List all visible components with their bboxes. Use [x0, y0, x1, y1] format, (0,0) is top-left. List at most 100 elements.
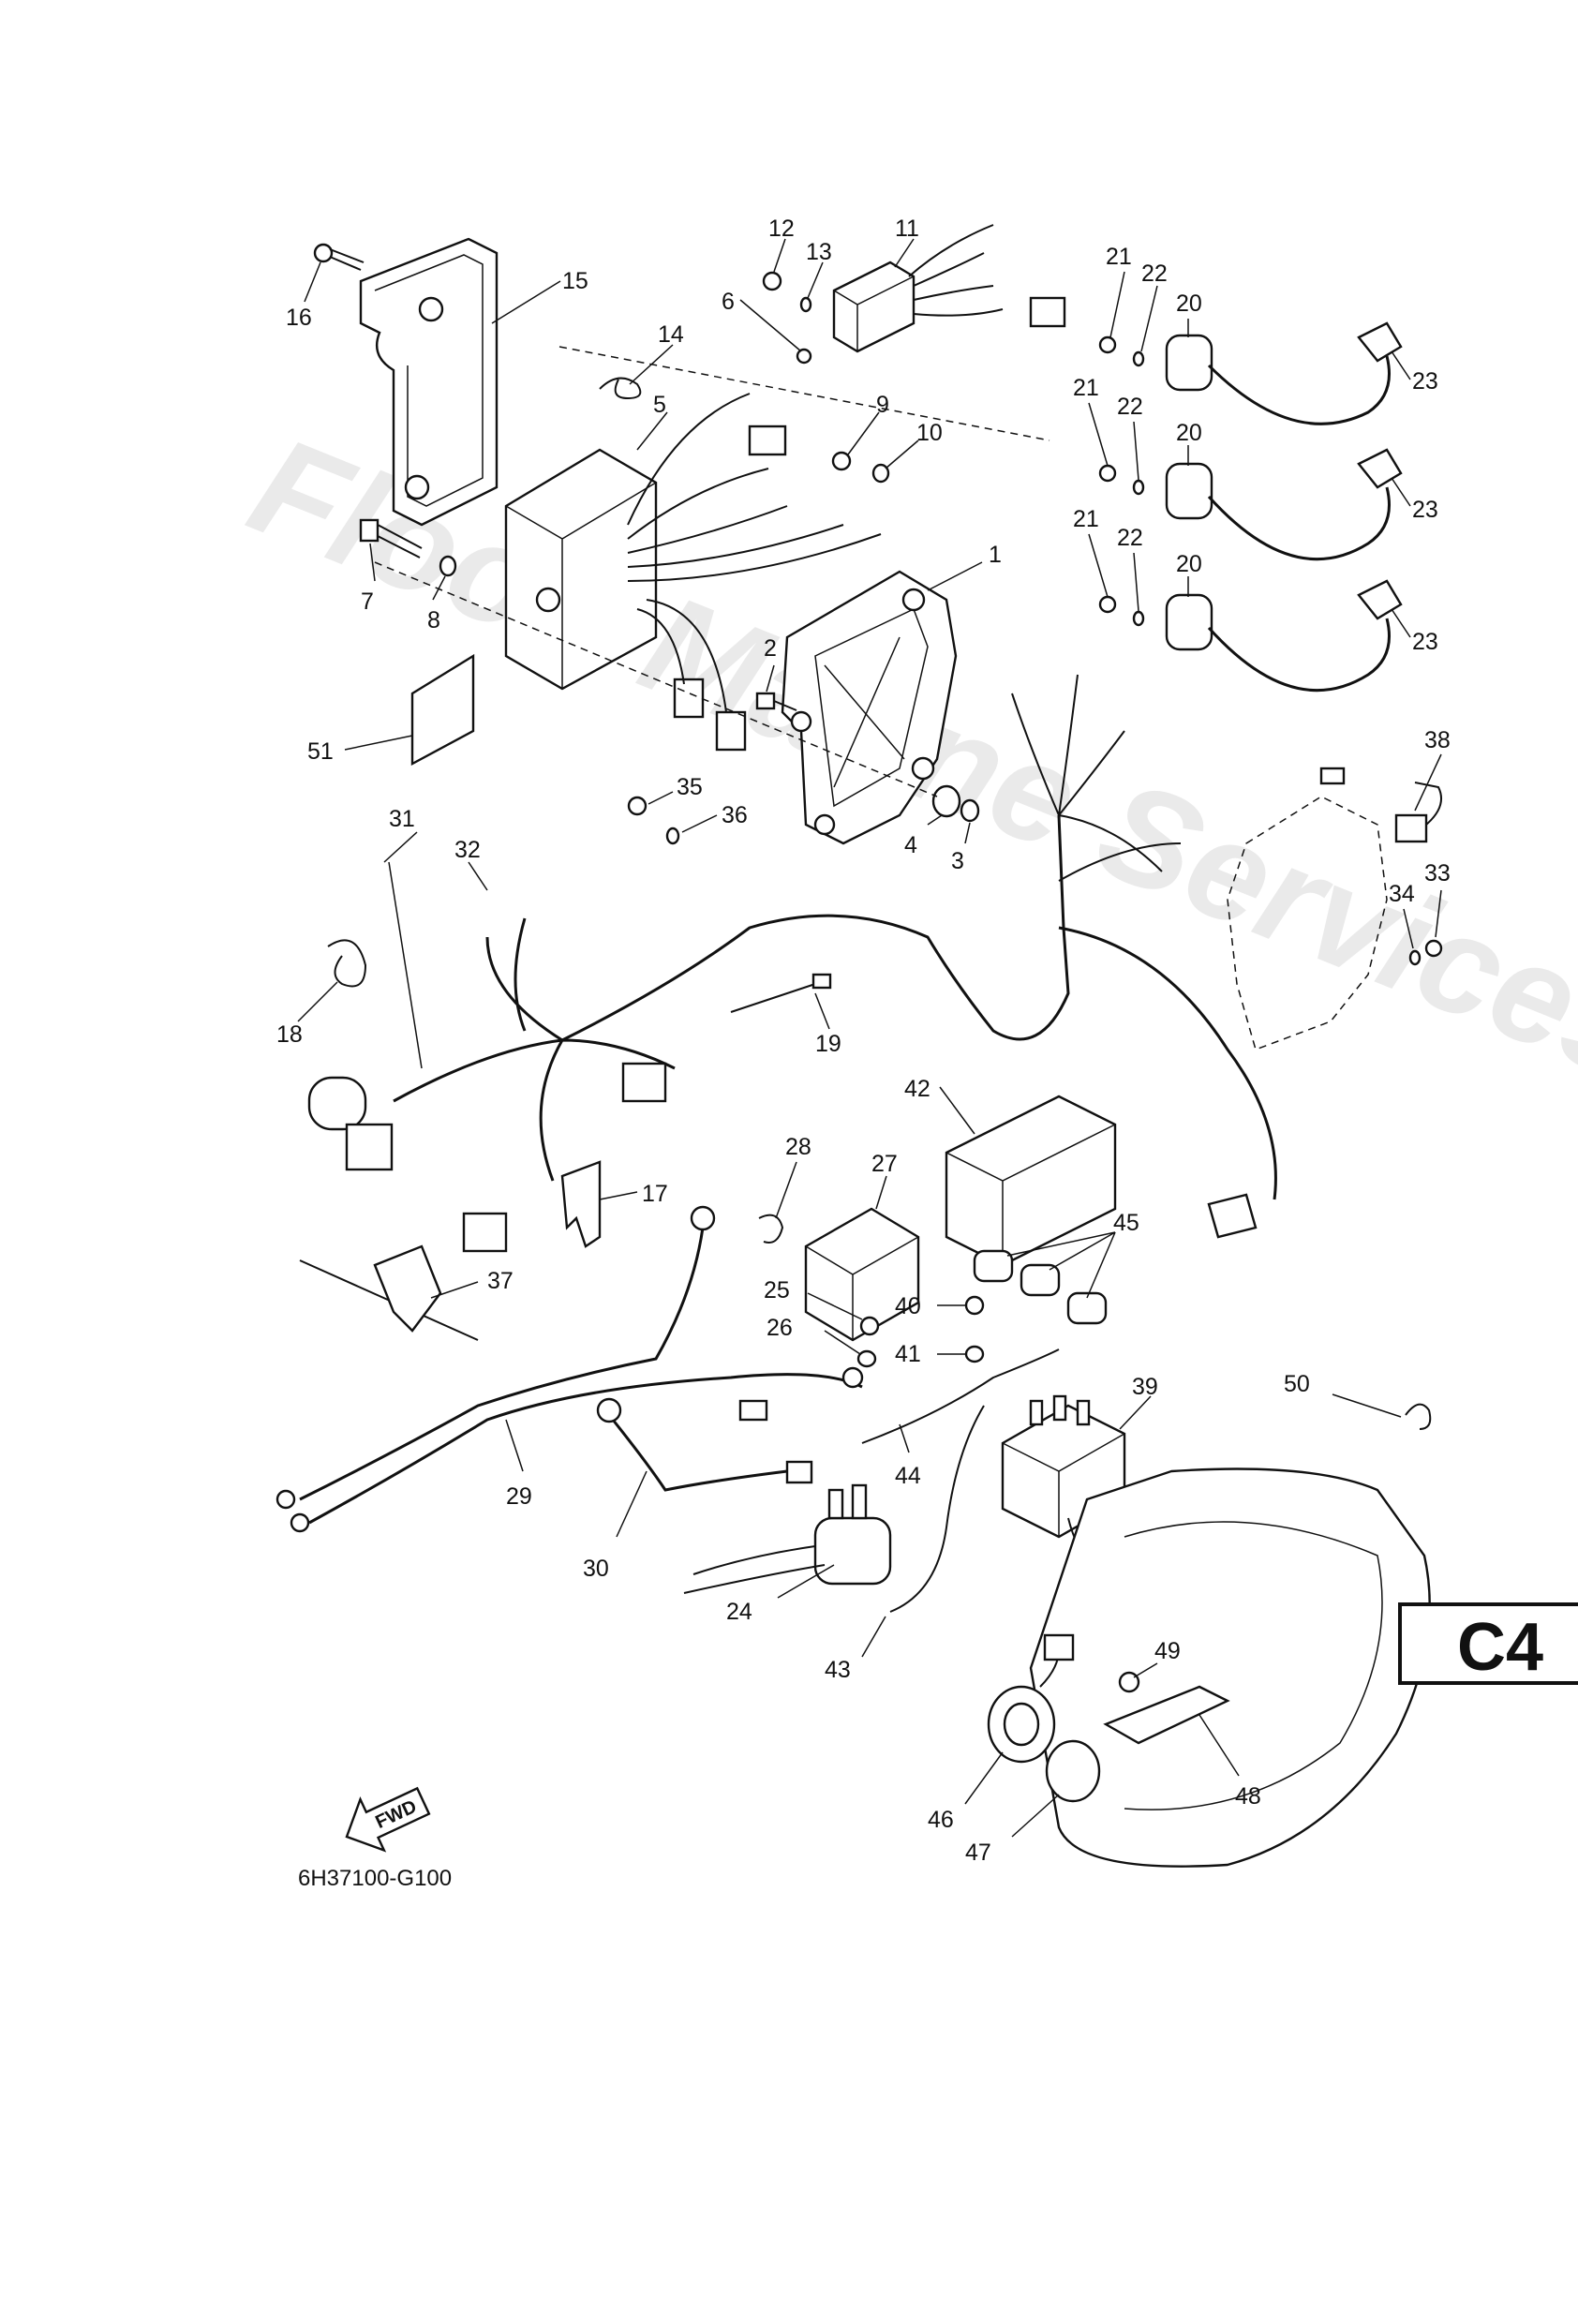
callout-13: 13: [806, 239, 832, 265]
callout-39: 39: [1132, 1374, 1158, 1400]
callout-2: 2: [764, 635, 777, 662]
callout-32: 32: [454, 837, 481, 863]
callout-20a: 20: [1176, 290, 1202, 317]
bottom-cowling-inner: [1124, 1521, 1383, 1810]
callout-46: 46: [928, 1807, 954, 1833]
callout-10: 10: [916, 420, 943, 446]
part-bolt-33: [1424, 939, 1443, 958]
engine-outline: [1227, 796, 1388, 1050]
callout-36: 36: [722, 802, 748, 828]
part-cover-42: [945, 1095, 1117, 1267]
callout-28: 28: [785, 1134, 811, 1160]
callout-6: 6: [722, 289, 735, 315]
part-washer-36: [665, 827, 680, 845]
part-switch-46: [987, 1633, 1075, 1764]
callout-21a: 21: [1106, 244, 1132, 270]
part-bolt-16: [313, 243, 365, 271]
callout-9: 9: [876, 392, 889, 418]
part-cover-15: [359, 237, 499, 527]
part-washer-8: [439, 555, 457, 577]
callout-5: 5: [653, 392, 666, 418]
part-lead-44: [861, 1348, 1060, 1444]
part-bolt-9: [831, 451, 852, 471]
part-caps-45: [973, 1249, 1108, 1325]
part-ring-47: [1045, 1739, 1101, 1803]
callout-8: 8: [427, 607, 440, 633]
page-code-box: C4: [1398, 1602, 1578, 1685]
part-holder-37: [299, 1244, 479, 1341]
callout-23c: 23: [1412, 629, 1438, 655]
callout-25: 25: [764, 1277, 790, 1304]
part-ignition-coil-20b: [1098, 448, 1403, 561]
callout-15: 15: [562, 268, 588, 294]
part-battery-cable-29: [275, 1205, 864, 1533]
part-cable-30: [596, 1397, 813, 1492]
callout-23b: 23: [1412, 497, 1438, 523]
wires-cdi: [627, 393, 882, 752]
part-wire-harness-31: [307, 674, 1277, 1253]
callout-40: 40: [895, 1293, 921, 1319]
callout-38: 38: [1424, 727, 1451, 753]
part-label-51: [410, 653, 475, 767]
callout-47: 47: [965, 1840, 991, 1866]
callout-3: 3: [951, 848, 964, 874]
callout-42: 42: [904, 1076, 930, 1102]
part-washer-10: [871, 463, 890, 484]
part-clamp-28: [758, 1214, 784, 1244]
callout-12: 12: [768, 216, 795, 242]
callout-51: 51: [307, 738, 334, 765]
callout-37: 37: [487, 1268, 514, 1294]
callout-22c: 22: [1117, 525, 1143, 551]
part-code: 6H37100-G100: [298, 1866, 452, 1891]
fwd-arrow-icon: FWD: [345, 1786, 431, 1853]
callout-31: 31: [389, 806, 415, 832]
callout-4: 4: [904, 832, 917, 858]
callout-48: 48: [1235, 1783, 1261, 1810]
callout-44: 44: [895, 1463, 921, 1489]
callout-numbers: 1 2 3 4 5 6 7 8 9 10 11 12 13 14 15 16 1…: [276, 216, 1451, 1866]
callout-30: 30: [583, 1556, 609, 1582]
callout-17: 17: [642, 1181, 668, 1207]
part-grommet-4: [931, 784, 961, 818]
part-holder-17: [560, 1160, 602, 1248]
part-lead-43: [889, 1405, 985, 1613]
part-washer-26: [856, 1349, 877, 1368]
part-bolt-7: [359, 518, 423, 559]
callout-26: 26: [767, 1315, 793, 1341]
callout-41: 41: [895, 1341, 921, 1367]
part-cover-27: [804, 1207, 920, 1342]
part-cdi-unit-5: [504, 448, 658, 691]
callout-7: 7: [361, 588, 374, 615]
part-nut-6: [796, 348, 812, 365]
part-collar-3: [960, 798, 980, 823]
callout-35: 35: [677, 774, 703, 800]
part-bolt-35: [627, 796, 648, 816]
callout-24: 24: [726, 1599, 752, 1625]
callout-27: 27: [871, 1151, 898, 1177]
callout-22b: 22: [1117, 394, 1143, 420]
part-ignition-coil-20a: [1098, 321, 1403, 425]
callout-50: 50: [1284, 1371, 1310, 1397]
callout-43: 43: [825, 1657, 851, 1683]
part-starter-relay-24: [683, 1483, 892, 1594]
part-screw-40: [964, 1295, 985, 1316]
part-clip-14: [599, 377, 642, 400]
callout-19: 19: [815, 1031, 841, 1057]
part-bolt-2: [755, 692, 797, 711]
callout-29: 29: [506, 1483, 532, 1510]
part-ignition-coil-20c: [1098, 579, 1403, 693]
leader-lines: [297, 238, 1442, 1838]
callout-1: 1: [989, 542, 1002, 568]
part-clamp-18: [327, 939, 367, 988]
part-bolt-12: [762, 271, 782, 291]
callout-16: 16: [286, 305, 312, 331]
part-sensor-38: [1319, 767, 1442, 843]
part-clip-50: [1405, 1403, 1432, 1430]
part-plate-48: [1103, 1685, 1230, 1745]
callout-14: 14: [658, 321, 684, 348]
part-rectifier-11: [832, 224, 1066, 353]
callout-21c: 21: [1073, 506, 1099, 532]
part-washer-41: [964, 1345, 985, 1363]
callout-20c: 20: [1176, 551, 1202, 577]
